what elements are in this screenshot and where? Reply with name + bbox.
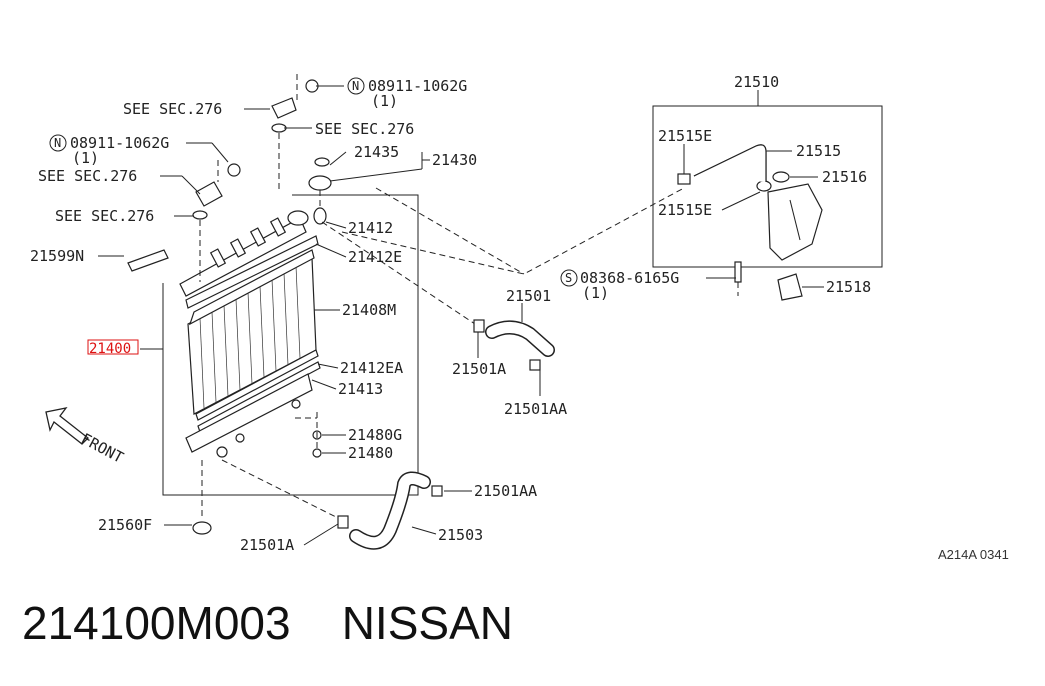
- label-08911-1062g-top: 08911-1062G: [368, 77, 467, 95]
- footer-caption: 214100M003 NISSAN: [22, 596, 513, 650]
- reservoir-bracket-part: [777, 273, 803, 301]
- hose-clamp-part: [677, 173, 691, 185]
- front-label: FRONT: [78, 430, 126, 467]
- label-08911-1062g-left: 08911-1062G: [70, 134, 169, 152]
- label-qty-bolt: (1): [582, 284, 609, 302]
- label-plate-part: [127, 249, 169, 272]
- label-08368-6165g: 08368-6165G: [580, 269, 679, 287]
- radiator-assembly-bracket: [162, 194, 419, 496]
- label-21501a-upper: 21501A: [452, 360, 506, 378]
- label-21480: 21480: [348, 444, 393, 462]
- reservoir-box: [652, 105, 883, 268]
- diagram-ref-code: A214A 0341: [938, 547, 1009, 562]
- drain-plug-part: [312, 448, 322, 458]
- label-see-sec-276-d: SEE SEC.276: [55, 207, 154, 225]
- label-21560f: 21560F: [98, 516, 152, 534]
- radiator-core: [187, 249, 319, 421]
- lower-hose-part: [337, 471, 443, 550]
- footer-brand: NISSAN: [341, 597, 513, 649]
- label-21430: 21430: [432, 151, 477, 169]
- label-21501a-lower: 21501A: [240, 536, 294, 554]
- label-21599n: 21599N: [30, 247, 84, 265]
- label-see-sec-276-c: SEE SEC.276: [38, 167, 137, 185]
- label-21412ea: 21412EA: [340, 359, 403, 377]
- label-21501aa-lower: 21501AA: [474, 482, 537, 500]
- reservoir-tank-part: [756, 171, 823, 261]
- label-21480g: 21480G: [348, 426, 402, 444]
- radiator-cap-part: [308, 175, 332, 191]
- circle-s-icon: [560, 269, 578, 287]
- reservoir-bolt-part: [734, 261, 742, 283]
- label-21412e: 21412E: [348, 248, 402, 266]
- leader-lines: [98, 85, 824, 546]
- label-qty-top: (1): [371, 92, 398, 110]
- label-21515e-top: 21515E: [658, 127, 712, 145]
- upper-tank: [179, 207, 327, 297]
- bushing-part: [192, 521, 212, 535]
- label-21400-highlighted: 21400: [89, 341, 131, 357]
- label-21408m: 21408M: [342, 301, 396, 319]
- label-21503: 21503: [438, 526, 483, 544]
- label-21413: 21413: [338, 380, 383, 398]
- lower-tank: [185, 373, 313, 458]
- circle-n-icon-2: [49, 134, 67, 152]
- upper-seal-strip: [185, 235, 319, 309]
- front-arrow-icon: FRONT: [45, 407, 126, 467]
- circle-n-mark: N: [352, 79, 359, 93]
- lower-seal-strip: [197, 361, 321, 433]
- highlight-box-21400: [87, 339, 139, 355]
- circle-s-mark: S: [565, 271, 572, 285]
- circle-n-mark-2: N: [54, 136, 61, 150]
- label-21516: 21516: [822, 168, 867, 186]
- label-21501aa-upper: 21501AA: [504, 400, 567, 418]
- label-21518: 21518: [826, 278, 871, 296]
- label-21515: 21515: [796, 142, 841, 160]
- footer-part-number: 214100M003: [22, 597, 291, 649]
- label-21510: 21510: [734, 73, 779, 91]
- upper-hose-part: [473, 319, 555, 371]
- mount-parts-upper: [192, 79, 319, 220]
- label-see-sec-276-a: SEE SEC.276: [123, 100, 222, 118]
- cap-seal-part: [314, 157, 330, 167]
- label-21435: 21435: [354, 143, 399, 161]
- label-qty-left: (1): [72, 149, 99, 167]
- label-21515e-bottom: 21515E: [658, 201, 712, 219]
- label-21501: 21501: [506, 287, 551, 305]
- label-see-sec-276-b: SEE SEC.276: [315, 120, 414, 138]
- circle-n-icon: [347, 77, 365, 95]
- label-21412: 21412: [348, 219, 393, 237]
